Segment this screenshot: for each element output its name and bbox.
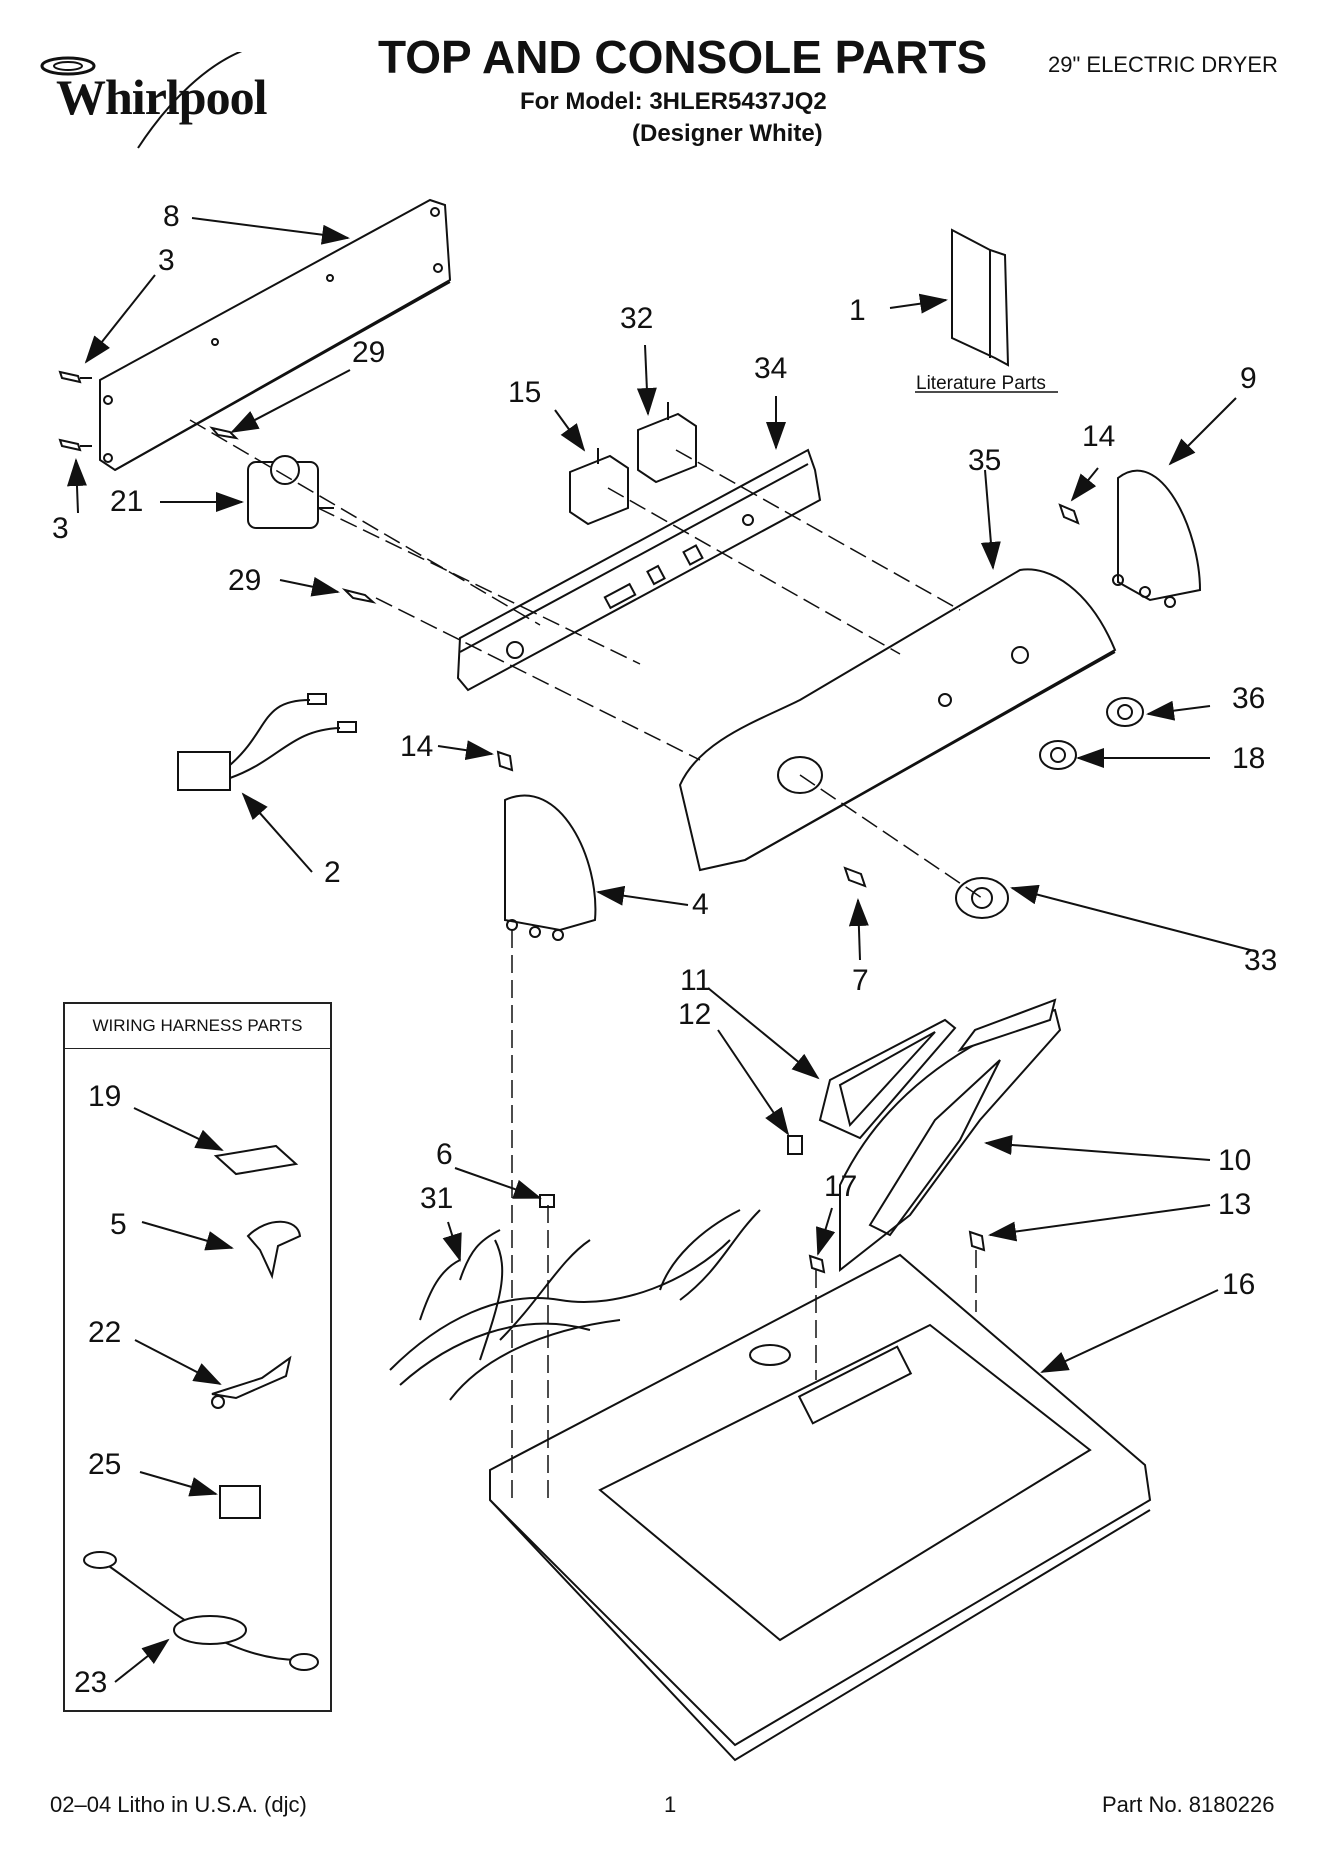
- connector-25: [219, 1485, 261, 1519]
- main-wire-harness: [389, 1209, 761, 1401]
- callout-16: 16: [1222, 1268, 1256, 1301]
- callout-7: 7: [852, 964, 869, 997]
- callout-29-upper: 29: [352, 336, 386, 369]
- literature-booklet: [951, 228, 1010, 367]
- knob-18: [1039, 740, 1077, 770]
- brand-name: Whirlpool: [56, 69, 267, 125]
- callout-36: 36: [1232, 682, 1266, 715]
- top-panel: [489, 1253, 1152, 1762]
- harness-connector-2: [177, 693, 357, 791]
- screw-3-lower: [58, 438, 92, 452]
- end-cap-left: [504, 794, 597, 941]
- callout-29-lower: 29: [228, 564, 262, 597]
- logo-swoosh: [40, 52, 243, 149]
- clip-5: [246, 1220, 302, 1280]
- terminal-22: [211, 1355, 292, 1409]
- callout-13: 13: [1218, 1188, 1252, 1221]
- timer: [247, 455, 334, 529]
- callout-2: 2: [324, 856, 341, 889]
- callout-8: 8: [163, 200, 180, 233]
- callout-21: 21: [110, 485, 144, 518]
- screw-17: [808, 1254, 826, 1274]
- callout-25: 25: [88, 1448, 122, 1481]
- knob-33: [955, 877, 1009, 919]
- lint-screen: [839, 998, 1062, 1273]
- screw-29-lower: [341, 588, 377, 604]
- footer-part-number: Part No. 8180226: [1102, 1792, 1275, 1817]
- callout-5: 5: [110, 1208, 127, 1241]
- screw-14-lower: [496, 750, 514, 772]
- harness-23: [83, 1551, 319, 1671]
- callout-23: 23: [74, 1666, 108, 1699]
- callout-34: 34: [754, 352, 788, 385]
- console-bracket: [456, 448, 822, 692]
- callout-4: 4: [692, 888, 709, 921]
- footer-litho: 02–04 Litho in U.S.A. (djc): [50, 1792, 307, 1817]
- callout-18: 18: [1232, 742, 1266, 775]
- footer-page-number: 1: [664, 1792, 677, 1817]
- clip-12: [787, 1135, 803, 1155]
- lint-screen-cover: [818, 1018, 957, 1140]
- callout-14-lower: 14: [400, 730, 434, 763]
- callout-6: 6: [436, 1138, 453, 1171]
- console-back-panel: [99, 198, 452, 472]
- callout-14-upper: 14: [1082, 420, 1116, 453]
- page-title: TOP AND CONSOLE PARTS: [378, 31, 988, 83]
- screw-29-upper: [209, 426, 239, 440]
- callout-33: 33: [1244, 944, 1278, 977]
- model-line: For Model: 3HLER5437JQ2: [520, 88, 827, 115]
- callout-12: 12: [678, 998, 712, 1031]
- screw-14-upper: [1058, 503, 1080, 525]
- wire-clip-6: [539, 1194, 555, 1208]
- callout-31: 31: [420, 1182, 454, 1215]
- screw-3-upper: [58, 370, 92, 384]
- screw-13: [968, 1230, 986, 1252]
- callout-19: 19: [88, 1080, 122, 1113]
- callout-3-lower: 3: [52, 512, 69, 545]
- connector-19: [213, 1144, 299, 1176]
- console-housing: [678, 568, 1117, 872]
- end-cap-right: [1112, 469, 1202, 608]
- knob-36: [1106, 697, 1144, 727]
- literature-label: Literature Parts: [916, 373, 1046, 394]
- color-line: (Designer White): [632, 120, 823, 147]
- callout-22: 22: [88, 1316, 122, 1349]
- callout-35: 35: [968, 444, 1002, 477]
- whirlpool-logo: Whirlpool: [28, 52, 278, 149]
- callout-10: 10: [1218, 1144, 1252, 1177]
- wiring-harness-box: WIRING HARNESS PARTS: [63, 1002, 332, 1712]
- callout-32: 32: [620, 302, 654, 335]
- callout-9: 9: [1240, 362, 1257, 395]
- callout-1: 1: [849, 294, 866, 327]
- switch-32: [637, 402, 697, 484]
- callout-15: 15: [508, 376, 542, 409]
- wiring-harness-title: WIRING HARNESS PARTS: [65, 1004, 330, 1049]
- screw-7: [843, 866, 867, 888]
- switch-15: [569, 448, 629, 526]
- callout-3-upper: 3: [158, 244, 175, 277]
- callout-17: 17: [824, 1170, 858, 1203]
- product-type: 29" ELECTRIC DRYER: [1048, 52, 1278, 77]
- callout-11: 11: [680, 964, 712, 997]
